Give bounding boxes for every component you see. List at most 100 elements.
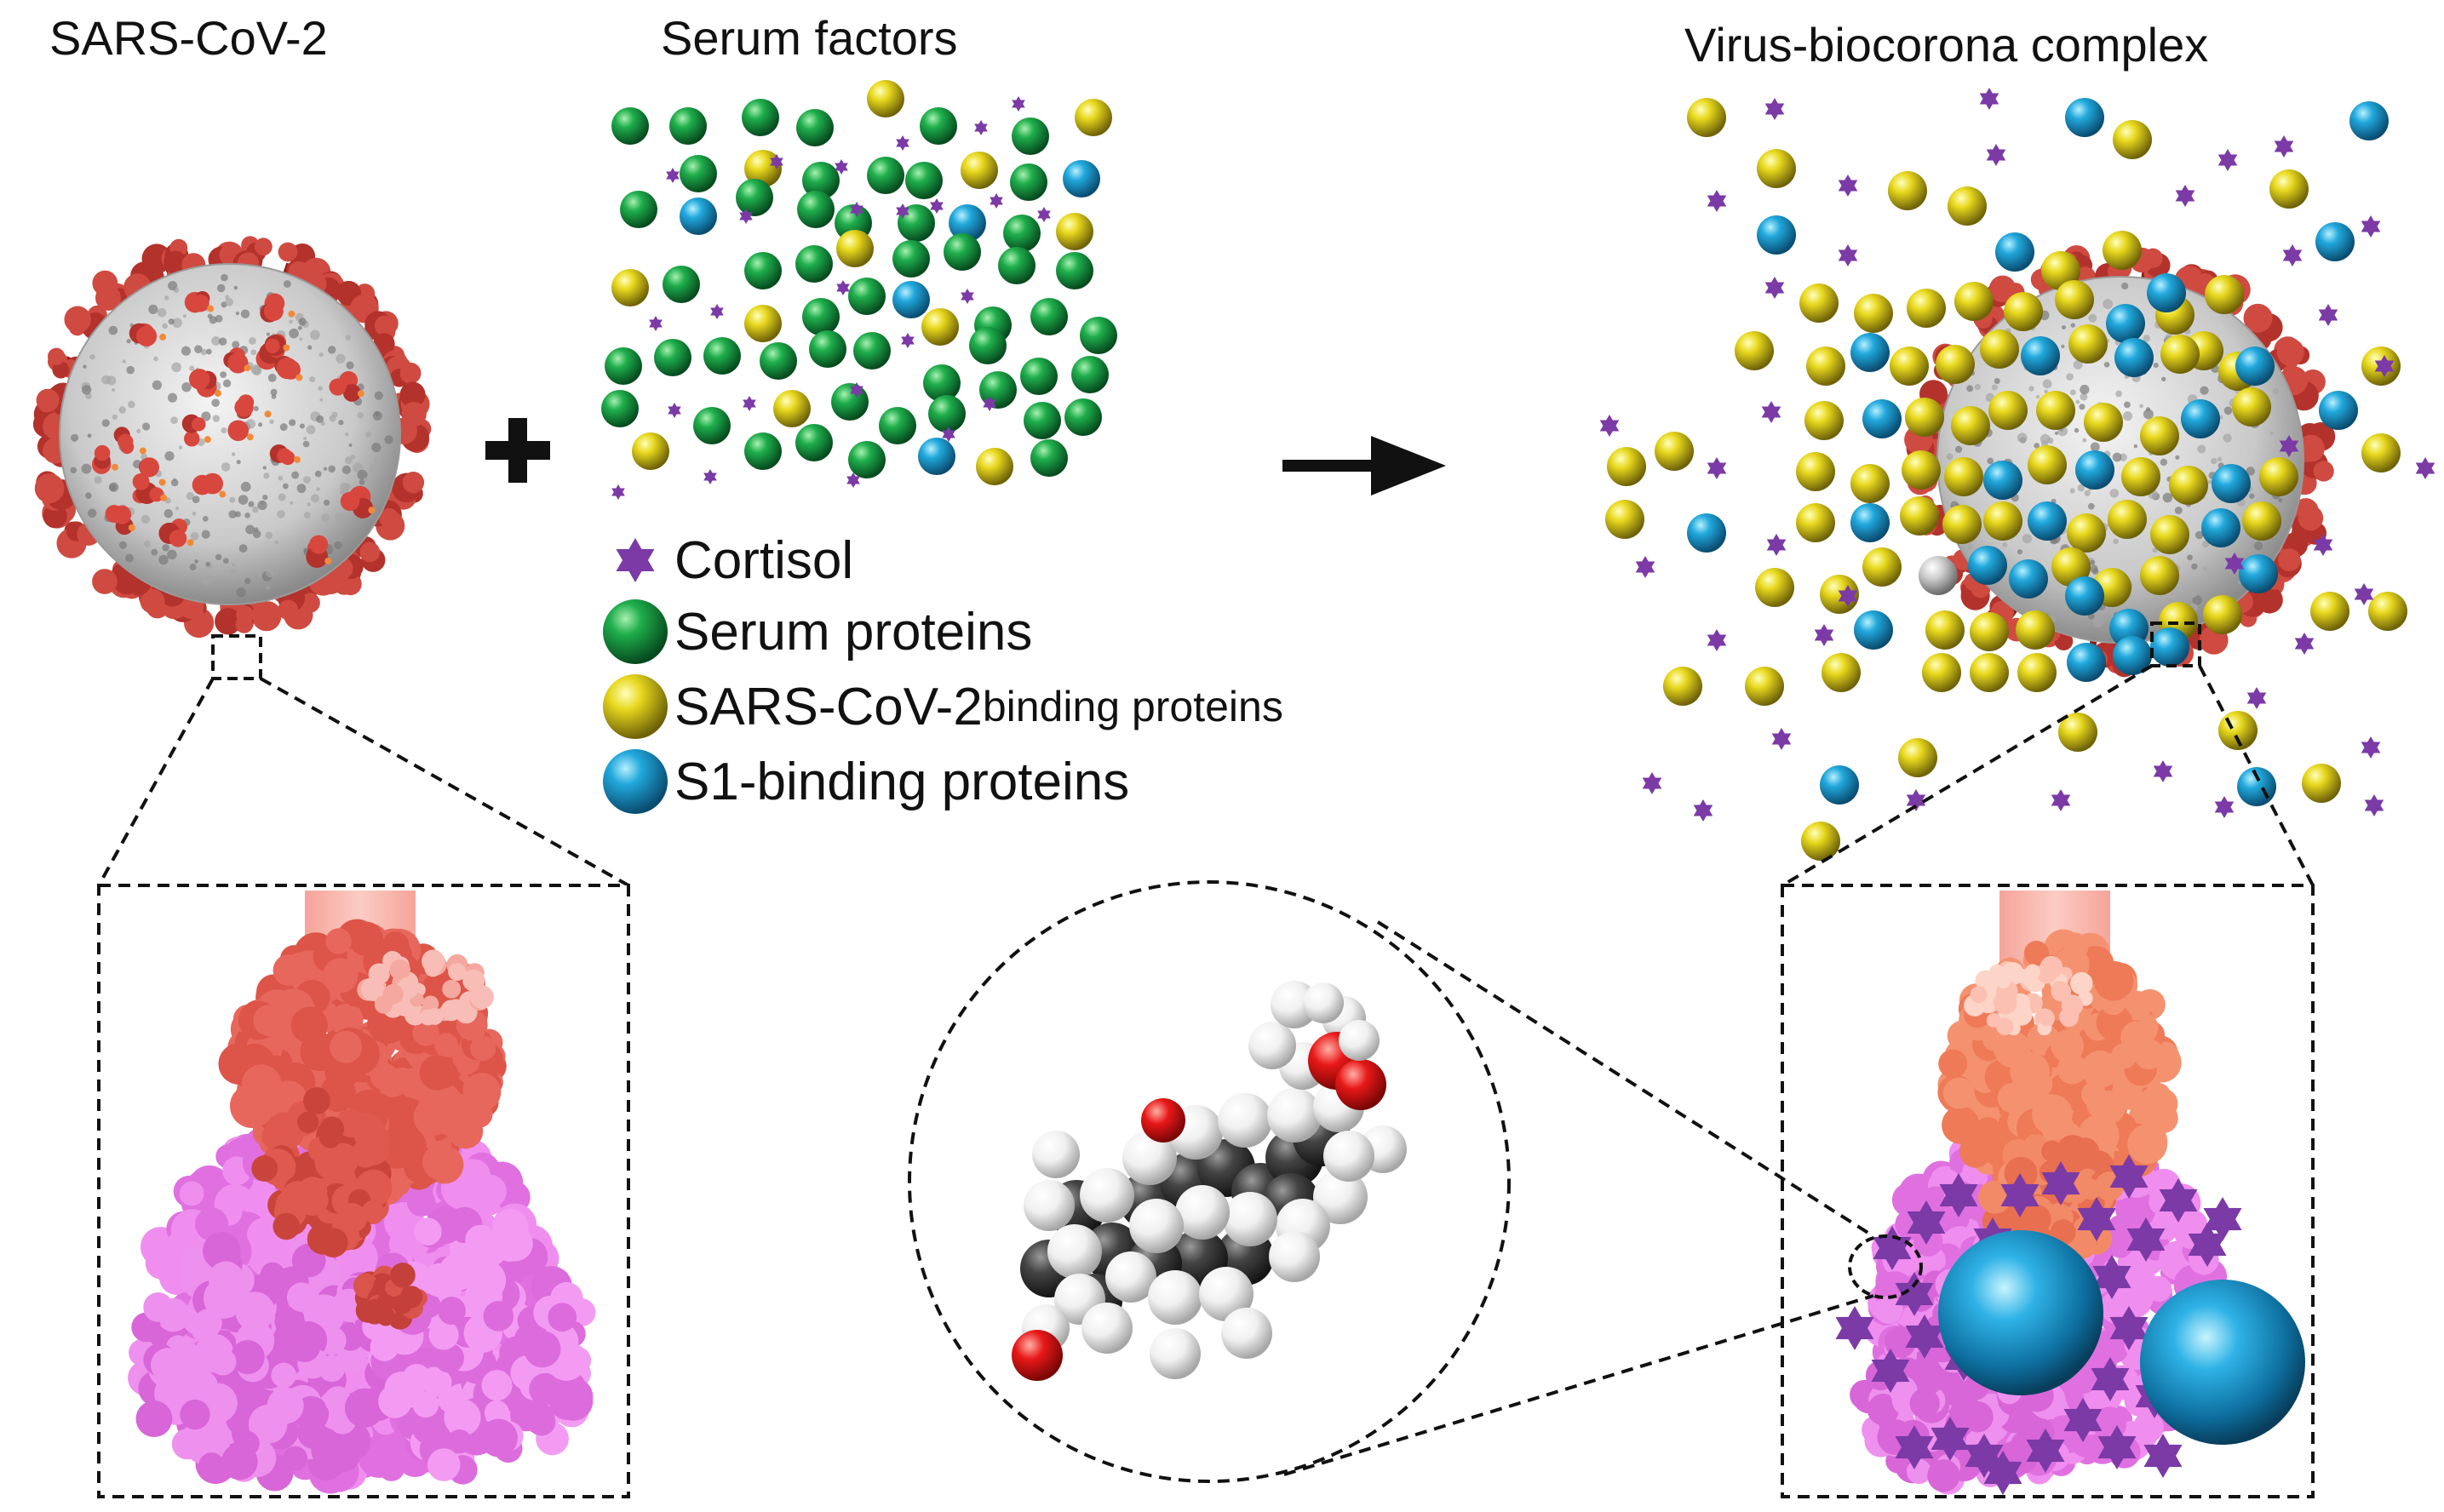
sars-binding-protein (1888, 171, 1927, 210)
cortisol-star (649, 316, 663, 331)
s1-binding-protein (2009, 559, 2048, 598)
cortisol-star (1939, 1173, 1978, 1217)
sars-binding-protein (611, 269, 649, 306)
serum-protein (928, 395, 966, 432)
virus-title: SARS-CoV-2 (49, 11, 328, 65)
serum-protein (1056, 252, 1093, 289)
hydrogen-atom (1150, 1328, 1201, 1379)
serum-protein (892, 240, 930, 278)
spike-glycoprotein (234, 394, 255, 420)
serum-protein (1071, 356, 1109, 393)
serum-protein (744, 252, 782, 289)
sars-binding-protein (1970, 612, 2009, 651)
hydrogen-atom (1303, 982, 1344, 1023)
cortisol-star (1771, 728, 1792, 750)
sars-binding-protein (2310, 592, 2349, 631)
hydrogen-atom (1267, 1088, 1322, 1143)
cortisol-star (2415, 457, 2435, 479)
sars-binding-protein (2259, 457, 2298, 496)
sars-binding-protein (1757, 149, 1796, 188)
spike-protein (127, 891, 596, 1494)
s1-binding-protein-large (1938, 1230, 2103, 1395)
cortisol-star (901, 333, 915, 348)
cortisol-star (668, 403, 681, 418)
sars-binding-protein (632, 432, 669, 470)
cortisol-star (2374, 355, 2395, 377)
cortisol-star (770, 154, 783, 169)
legend-label: Cortisol (674, 530, 854, 590)
hydrogen-atom (1122, 1131, 1177, 1185)
spike-glycoprotein (113, 427, 135, 455)
sars-binding-protein (1862, 547, 1902, 587)
hydrogen-atom (1024, 1180, 1075, 1231)
sars-binding-protein (773, 390, 811, 427)
cortisol-star (2041, 1161, 2080, 1206)
serum-protein (1024, 402, 1061, 439)
cortisol-star (1835, 1306, 1874, 1350)
sars-binding-protein (1890, 346, 1929, 386)
s1-binding-protein (2028, 501, 2067, 541)
legend-item-cortisol: Cortisol (601, 526, 853, 594)
sars-binding-protein (744, 305, 782, 342)
spike-glycoprotein (227, 420, 249, 442)
sars-binding-protein (1822, 653, 1861, 692)
cortisol-star (983, 396, 996, 411)
s1-binding-protein (1862, 399, 1902, 438)
cortisol-star (2203, 1197, 2242, 1241)
cortisol-star (2126, 1217, 2166, 1262)
serum-protein (809, 330, 846, 368)
cortisol-star (1838, 244, 1858, 266)
sars-binding-protein (2113, 120, 2152, 159)
hydrogen-atom (1129, 1199, 1184, 1253)
spike-glycoprotein (161, 238, 206, 278)
serum-protein (703, 337, 741, 375)
sars-binding-protein (1907, 289, 1946, 328)
cortisol-star (1037, 207, 1051, 222)
zoom-line-complex-right (2198, 665, 2315, 886)
sars-binding-protein (1075, 99, 1112, 136)
cortisol-star (2282, 244, 2303, 266)
serum-protein (795, 245, 833, 283)
s1-binding-protein (1687, 513, 1726, 553)
cortisol-star (1814, 624, 1834, 646)
serum-protein (848, 441, 886, 478)
zoom-line-left (97, 678, 215, 886)
legend-item-s1-binding-proteins: S1-binding proteins (601, 747, 1129, 816)
sars-binding-protein (1687, 98, 1726, 137)
cortisol-star (2318, 304, 2338, 326)
sars-binding-protein (2028, 445, 2067, 484)
cortisol-star (2279, 435, 2299, 457)
serum-protein (1012, 117, 1049, 155)
cortisol-star (1599, 415, 1620, 437)
cortisol-star (1986, 144, 2006, 166)
spike-glycoprotein (329, 370, 361, 402)
s1-binding-protein (2075, 450, 2114, 490)
serum-protein (1030, 298, 1068, 335)
legend-label: S1-binding proteins (674, 752, 1130, 811)
cortisol-star (990, 193, 1003, 209)
sars-binding-protein (1900, 496, 1939, 536)
cortisol-star (2217, 149, 2238, 171)
serum-protein (736, 179, 773, 216)
serum-protein (867, 157, 904, 194)
serum-protein (802, 162, 840, 199)
cortisol-star (896, 203, 909, 219)
sars-binding-protein (1655, 432, 1694, 471)
sars-binding-protein (2036, 391, 2075, 430)
serum-protein (742, 99, 779, 136)
sars-binding-protein (2067, 513, 2106, 553)
serum-protein (1080, 317, 1117, 354)
zoom-line-complex-left (1781, 664, 2154, 887)
serum-protein (796, 109, 834, 146)
cortisol-star (666, 168, 680, 183)
s1-binding-protein (2065, 576, 2104, 616)
zoom-line-cortisol-bottom (1283, 1294, 1874, 1476)
cortisol-star (2051, 789, 2071, 811)
cortisol-star (835, 159, 848, 175)
sars-binding-protein (2269, 169, 2309, 209)
serum-protein (680, 155, 717, 192)
cortisol-star (1642, 772, 1662, 794)
sars-binding-protein (2055, 280, 2094, 319)
cortisol-star (1012, 96, 1025, 112)
s1-binding-protein (1820, 765, 1859, 805)
